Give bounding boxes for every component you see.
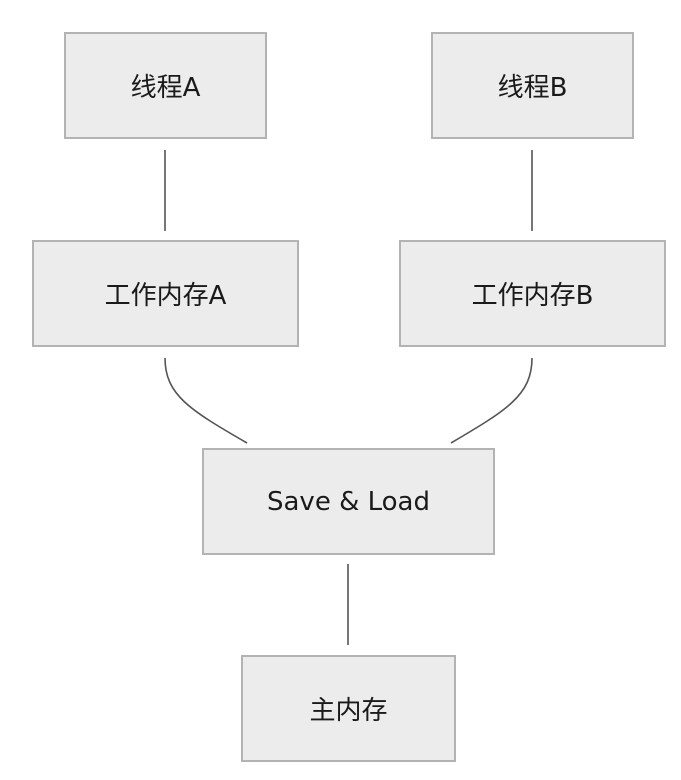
node-thread-a-label: 线程A [130, 73, 201, 103]
node-working-memory-a-label: 工作内存A [104, 281, 227, 311]
node-working-memory-b-label: 工作内存B [471, 281, 594, 311]
node-working-memory-b: 工作内存B [399, 240, 666, 347]
node-save-load-label: Save & Load [267, 486, 430, 517]
node-thread-a: 线程A [64, 32, 267, 139]
node-save-load: Save & Load [202, 448, 495, 555]
node-working-memory-a: 工作内存A [32, 240, 299, 347]
node-main-memory: 主内存 [241, 655, 456, 762]
edge-working-memory-a-to-save-load [164, 357, 248, 444]
node-main-memory-label: 主内存 [309, 696, 388, 726]
node-thread-b-label: 线程B [497, 73, 568, 103]
edge-working-memory-b-to-save-load [450, 357, 533, 444]
node-thread-b: 线程B [431, 32, 634, 139]
